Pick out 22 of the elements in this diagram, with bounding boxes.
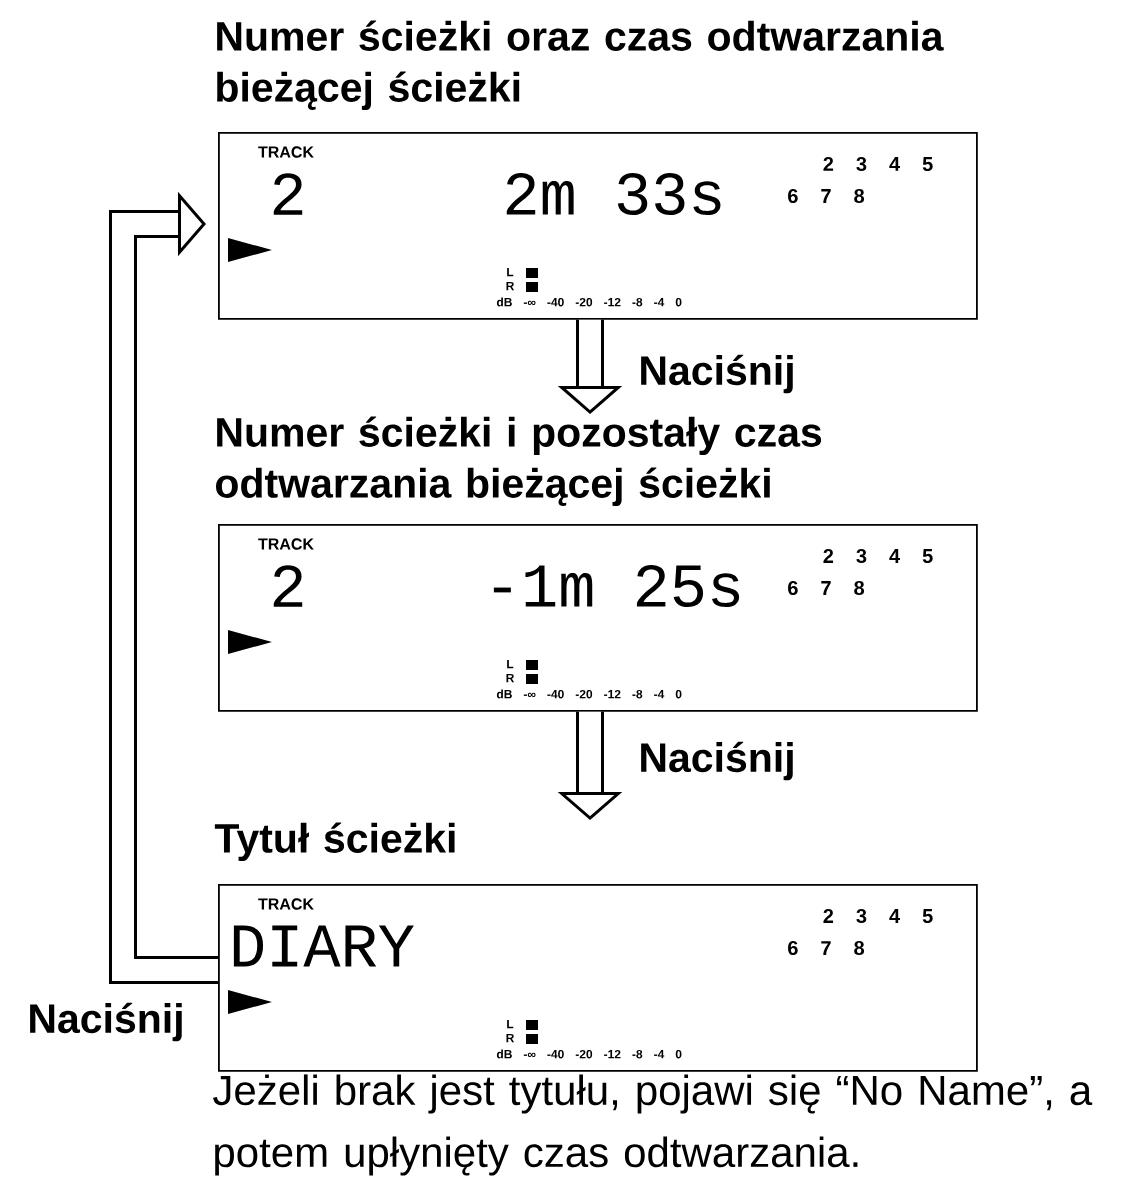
time-readout: -1m 25s	[493, 564, 740, 608]
track-numbers: 6 7 8	[788, 188, 865, 204]
track-label: TRACK	[258, 146, 314, 158]
edge-label: Naciśnij	[641, 354, 793, 394]
heading-text: Numer ścieżki i pozostały czas odtwarzania bieżącej ścieżki	[216, 416, 822, 506]
track-label: TRACK	[258, 538, 314, 550]
track-numbers: 2 3 4 5	[823, 156, 933, 172]
edge-label: Naciśnij	[30, 1002, 182, 1042]
hollow-arrow	[109, 191, 218, 984]
track-numbers: 6 7 8	[788, 580, 865, 596]
caption: Jeżeli brak jest tytułu, pojawi się “No Name”, a potem upłynięty czas odtwarzania.	[213, 1074, 1093, 1176]
edge-label: Naciśnij	[641, 741, 793, 781]
track-label: TRACK	[258, 898, 314, 910]
track-number: 2	[273, 173, 303, 215]
track-numbers: 2 3 4 5	[823, 548, 933, 564]
title-readout: DIARY	[233, 925, 414, 967]
track-number: 2	[273, 565, 303, 607]
track-numbers: 6 7 8	[788, 940, 865, 956]
heading-text: Tytuł ścieżki	[214, 822, 455, 861]
heading-text: Numer ścieżki oraz czas odtwarzania bieżącej ścieżki	[217, 20, 944, 110]
track-numbers: 2 3 4 5	[823, 908, 933, 924]
time-readout: 2m 33s	[506, 172, 721, 216]
